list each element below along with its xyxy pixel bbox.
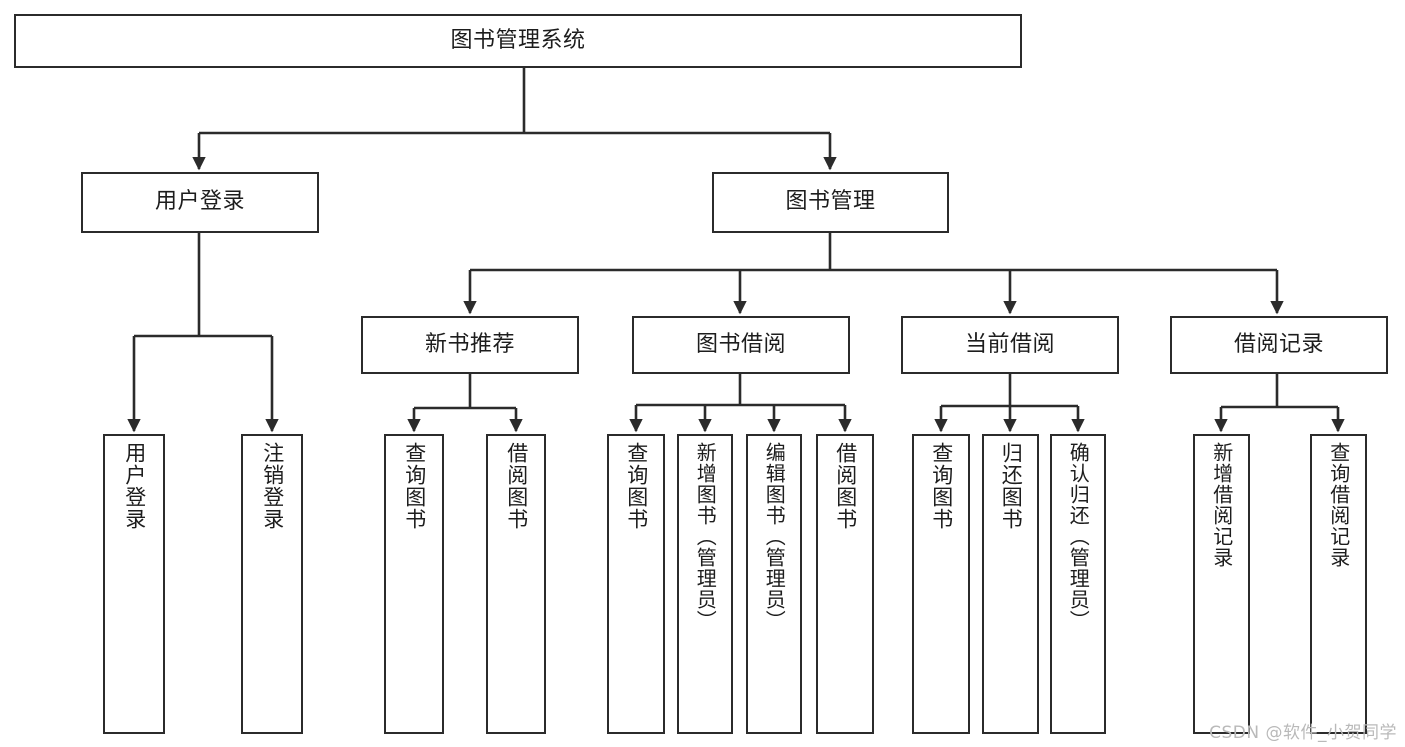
node-label: 查询借阅记录 [1326,442,1351,568]
leaf-current-return-book[interactable]: 归还图书 [982,434,1039,734]
node-label: 查询图书 [929,442,954,530]
node-label: 图书管理系统 [450,27,586,53]
leaf-record-add-record[interactable]: 新增借阅记录 [1193,434,1250,734]
leaf-current-confirm-return-admin[interactable]: 确认归还（管理员） [1050,434,1106,734]
leaf-borrow-add-book-admin[interactable]: 新增图书（管理员） [677,434,733,734]
node-book-management[interactable]: 图书管理 [712,172,949,233]
node-label: 归还图书 [999,442,1024,530]
node-label: 用户登录 [122,442,147,530]
node-label: 用户登录 [154,189,245,215]
leaf-user-login-login[interactable]: 用户登录 [103,434,165,734]
node-book-borrow[interactable]: 图书借阅 [632,316,850,374]
node-label: 查询图书 [624,442,649,530]
leaf-user-login-logout[interactable]: 注销登录 [241,434,303,734]
node-label: 当前借阅 [964,331,1055,357]
node-label: 查询图书 [402,442,427,530]
node-new-book-recommend[interactable]: 新书推荐 [361,316,579,374]
node-root-book-management-system[interactable]: 图书管理系统 [14,14,1022,68]
node-borrow-record[interactable]: 借阅记录 [1170,316,1388,374]
node-user-login[interactable]: 用户登录 [81,172,319,233]
leaf-record-query-record[interactable]: 查询借阅记录 [1310,434,1367,734]
node-label: 注销登录 [260,442,285,530]
node-label: 新增图书（管理员） [693,442,718,631]
node-label: 图书借阅 [695,331,786,357]
node-label: 新增借阅记录 [1209,442,1234,568]
node-label: 借阅图书 [833,442,858,530]
node-current-borrow[interactable]: 当前借阅 [901,316,1119,374]
leaf-recommend-borrow-book[interactable]: 借阅图书 [486,434,546,734]
leaf-borrow-edit-book-admin[interactable]: 编辑图书（管理员） [746,434,802,734]
leaf-borrow-borrow-book[interactable]: 借阅图书 [816,434,874,734]
csdn-watermark: CSDN @软件_小贺同学 [1209,723,1397,743]
node-label: 新书推荐 [424,331,515,357]
leaf-recommend-query-book[interactable]: 查询图书 [384,434,444,734]
node-label: 借阅记录 [1233,331,1324,357]
node-label: 编辑图书（管理员） [762,442,787,631]
leaf-current-query-book[interactable]: 查询图书 [912,434,970,734]
node-label: 借阅图书 [504,442,529,530]
leaf-borrow-query-book[interactable]: 查询图书 [607,434,665,734]
node-label: 确认归还（管理员） [1066,442,1091,631]
node-label: 图书管理 [785,189,876,215]
